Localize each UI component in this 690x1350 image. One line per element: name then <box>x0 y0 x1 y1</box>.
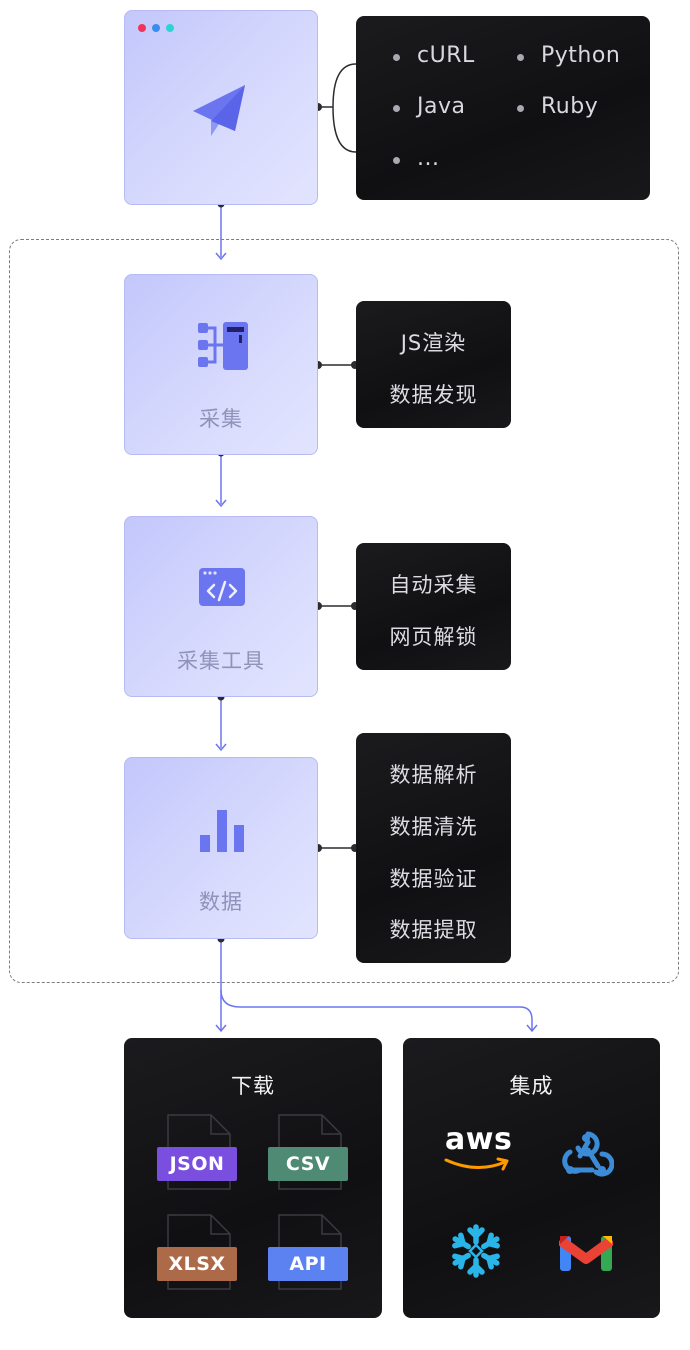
stage-label: 数据 <box>199 890 243 914</box>
xlsx-file[interactable]: XLSX <box>157 1214 237 1290</box>
feature-item: 数据验证 <box>389 867 478 891</box>
stage-tools: 采集工具 <box>124 516 318 697</box>
download-title: 下载 <box>231 1074 275 1098</box>
feature-item: 数据提取 <box>389 918 478 942</box>
aws-icon[interactable]: aws <box>443 1122 513 1178</box>
download-panel: 下载 JSON CSV XLSX API <box>124 1038 382 1318</box>
request-node <box>124 10 318 205</box>
stage-collect-features: JS渲染 数据发现 <box>356 301 511 428</box>
stage-data-features: 数据解析 数据清洗 数据验证 数据提取 <box>356 733 511 963</box>
language-item: cURL <box>393 43 475 68</box>
code-window-icon <box>199 568 245 606</box>
integration-title: 集成 <box>509 1074 554 1098</box>
bar-chart-icon <box>200 810 244 852</box>
csv-file[interactable]: CSV <box>268 1114 348 1190</box>
feature-item: 数据清洗 <box>389 815 478 839</box>
feature-item: 数据解析 <box>389 763 478 787</box>
stage-data: 数据 <box>124 757 318 939</box>
stage-label: 采集 <box>199 407 243 431</box>
file-format-label: CSV <box>268 1147 348 1181</box>
pipeline-frame <box>9 239 679 983</box>
file-format-label: JSON <box>157 1147 237 1181</box>
feature-item: 自动采集 <box>389 573 478 597</box>
snowflake-icon[interactable] <box>449 1224 503 1278</box>
stage-label: 采集工具 <box>177 649 265 673</box>
language-item: Ruby <box>516 94 599 119</box>
gmail-icon[interactable] <box>559 1232 613 1272</box>
aws-smile-icon <box>444 1157 509 1171</box>
server-network-icon <box>198 322 248 370</box>
language-list: cURL Python Java Ruby ... <box>356 16 650 200</box>
aws-wordmark: aws <box>445 1122 513 1157</box>
paper-plane-icon <box>193 85 245 136</box>
feature-item: JS渲染 <box>400 331 467 355</box>
file-format-label: XLSX <box>157 1247 237 1281</box>
window-dots <box>138 24 174 32</box>
language-item: Java <box>392 94 466 119</box>
language-item: ... <box>392 146 440 171</box>
stage-collect: 采集 <box>124 274 318 455</box>
webhook-icon[interactable] <box>558 1126 614 1180</box>
json-file[interactable]: JSON <box>157 1114 237 1190</box>
feature-item: 数据发现 <box>389 383 478 407</box>
file-format-label: API <box>268 1247 348 1281</box>
api-file[interactable]: API <box>268 1214 348 1290</box>
stage-tools-features: 自动采集 网页解锁 <box>356 543 511 670</box>
integration-panel: 集成 aws <box>403 1038 660 1318</box>
feature-item: 网页解锁 <box>389 625 478 649</box>
language-item: Python <box>516 43 621 68</box>
